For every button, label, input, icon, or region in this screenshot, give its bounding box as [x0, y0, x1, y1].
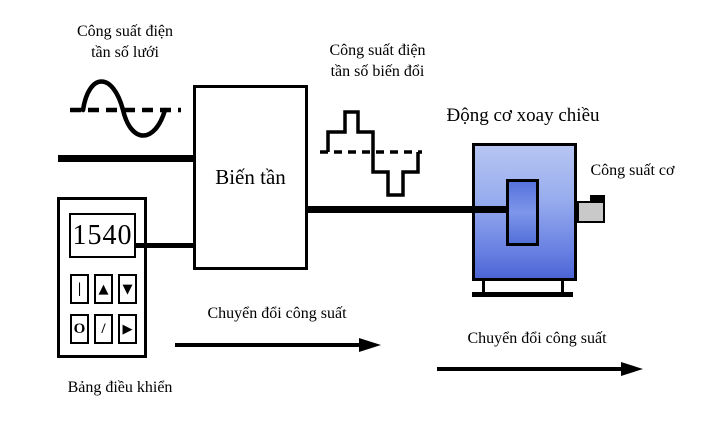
power-conversion-label-right: Chuyển đổi công suất [467, 330, 607, 347]
panel-button-down-icon: ▼ [118, 274, 137, 304]
power-conversion-arrow-right-icon [437, 362, 643, 376]
motor-base-bar [472, 292, 573, 297]
control-panel-label: Bảng điều khiển [67, 379, 173, 396]
motor-input-line [440, 206, 510, 213]
panel-display: 1540 [69, 213, 136, 258]
panel-button-play-icon: ▶ [118, 314, 137, 344]
motor-leg-left [482, 280, 485, 294]
motor-leg-right [561, 280, 564, 294]
mech-power-label: Công suất cơ [590, 162, 675, 179]
motor-shaft [577, 201, 605, 223]
grid-power-line [58, 155, 195, 162]
power-conversion-arrow-left-icon [175, 338, 381, 352]
inverter-box: Biến tần [193, 85, 308, 270]
grid-power-label: Công suất điện tần số lưới [50, 21, 200, 63]
motor-title: Động cơ xoay chiều [446, 105, 600, 126]
converted-power-label-line2: tần số biến đổi [330, 63, 425, 80]
grid-power-label-line2: tần số lưới [91, 44, 159, 61]
motor-rotor [506, 179, 539, 246]
stepped-wave-icon [320, 110, 422, 197]
control-panel: 1540 | ▲ ▼ O / ▶ [57, 197, 147, 358]
panel-buttons: | ▲ ▼ O / ▶ [70, 274, 137, 344]
panel-button-slash: / [94, 314, 113, 344]
inverter-output-line [308, 206, 508, 213]
panel-button-bar: | [70, 274, 89, 304]
panel-button-up-icon: ▲ [94, 274, 113, 304]
converted-power-label: Công suất điện tần số biến đổi [300, 40, 455, 82]
power-conversion-label-left: Chuyển đổi công suất [207, 305, 347, 322]
inverter-label: Biến tần [215, 165, 286, 189]
panel-button-stop: O [70, 314, 89, 344]
converted-power-label-line1: Công suất điện [329, 42, 426, 59]
shaft-key [590, 195, 605, 203]
sine-wave-icon [70, 79, 181, 138]
panel-display-value: 1540 [72, 219, 133, 251]
grid-power-label-line1: Công suất điện [77, 23, 173, 40]
panel-connection-line [136, 243, 193, 248]
